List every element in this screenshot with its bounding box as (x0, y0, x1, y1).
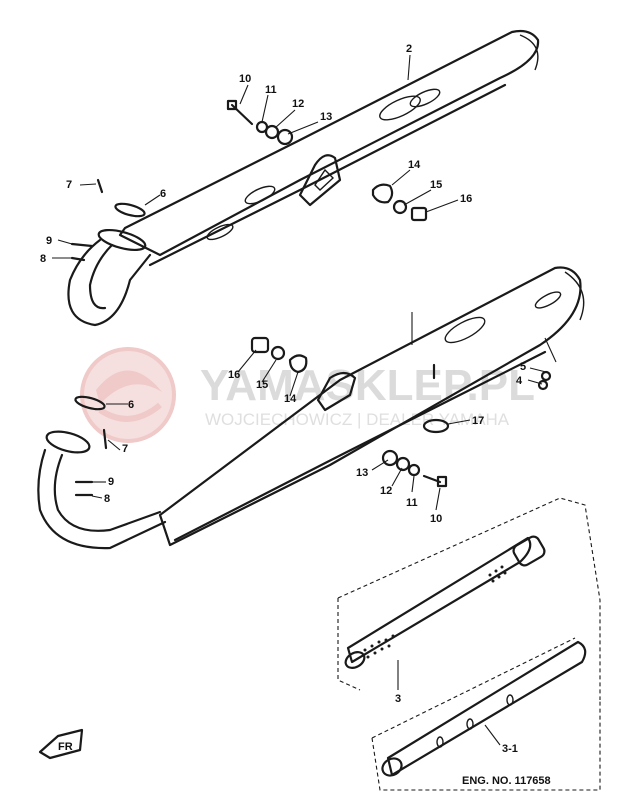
lower-grommet (422, 418, 450, 434)
callout-inner-pipe-alt: 3-1 (502, 743, 518, 755)
engine-number-label: ENG. NO. 117658 (462, 775, 551, 787)
upper-washer (264, 124, 280, 140)
front-marker: FR (38, 728, 84, 760)
lower-plate-nut (540, 370, 552, 382)
callout-upper-joint-nut: 8 (40, 253, 46, 265)
callout-upper-bolt: 10 (239, 73, 251, 85)
lower-washer-b (381, 449, 399, 467)
callout-upper-stud: 7 (66, 179, 72, 191)
lower-stud (102, 428, 108, 450)
callout-lower-washer: 12 (380, 485, 392, 497)
lower-gasket (74, 395, 106, 411)
upper-muffler-bracket (298, 154, 342, 207)
callout-lower-bolt: 10 (430, 513, 442, 525)
front-marker-label: FR (58, 741, 73, 753)
inner-pipe-perforation (363, 565, 507, 659)
lower-muffler-bracket (316, 371, 357, 412)
callout-lower-nut: 16 (228, 369, 240, 381)
upper-muffler-assembly: 2 10 11 12 13 14 15 16 6 7 9 8 (40, 29, 540, 327)
callout-lower-damper: 14 (284, 393, 297, 405)
upper-washer-b (276, 128, 294, 146)
lower-collar (270, 345, 286, 361)
inner-pipe-alt (386, 640, 587, 777)
inner-pipe-assembly: 3 3-1 (337, 497, 601, 791)
callout-upper-washer-b: 13 (320, 111, 332, 123)
callout-upper-nut: 16 (460, 193, 472, 205)
inner-pipe-end-cap (512, 535, 546, 567)
lower-washer (395, 456, 411, 472)
callout-lower-lock-washer: 11 (406, 497, 418, 509)
callout-upper-lock-washer: 11 (265, 84, 277, 96)
upper-nut (410, 206, 428, 222)
upper-gasket (114, 202, 146, 218)
lower-lock-washer (407, 463, 421, 477)
watermark: YAMASKLEP.PL WOJCIECHOWICZ | DEALER YAMA… (80, 347, 535, 443)
callout-upper-muffler: 2 (406, 43, 412, 55)
watermark-brand: YAMASKLEP.PL (200, 361, 535, 410)
callout-lower-joint-nut: 8 (104, 493, 110, 505)
callout-upper-collar: 15 (430, 179, 442, 191)
lower-muffler-assembly: 16 15 14 6 7 9 8 13 12 11 10 17 5 4 (37, 266, 585, 550)
watermark-logo (80, 347, 176, 443)
upper-stud (96, 178, 104, 194)
callout-lower-stud: 7 (122, 443, 128, 455)
upper-joint-nut (70, 256, 86, 262)
callout-upper-damper: 14 (408, 159, 421, 171)
lower-exhaust-pipe (37, 448, 167, 550)
callout-lower-screw: 5 (520, 361, 526, 373)
upper-collar (392, 199, 408, 215)
callout-upper-gasket: 6 (160, 188, 166, 200)
watermark-logo-swirl (96, 370, 162, 404)
lower-muffler-body (158, 266, 582, 547)
lower-flange (45, 430, 91, 454)
lower-damper (288, 354, 308, 374)
callout-lower-washer-b: 13 (356, 467, 368, 479)
inner-pipe-frame (337, 497, 601, 700)
callout-lower-joint-bolt: 9 (108, 476, 114, 488)
callout-lower-grommet: 17 (472, 415, 484, 427)
callout-lower-plate-nut: 4 (516, 375, 523, 387)
callout-upper-joint-bolt: 9 (46, 235, 52, 247)
upper-muffler-body (118, 29, 540, 257)
callout-upper-washer: 12 (292, 98, 304, 110)
upper-joint-bolt (70, 242, 94, 248)
upper-flange (97, 228, 147, 252)
upper-damper (371, 183, 394, 204)
callout-lower-collar: 15 (256, 379, 268, 391)
inner-pipe (346, 536, 532, 664)
lower-nut (250, 336, 270, 354)
callout-lower-gasket: 6 (128, 399, 134, 411)
watermark-subtitle: WOJCIECHOWICZ | DEALER YAMAHA (205, 410, 510, 429)
callout-inner-pipe: 3 (395, 693, 401, 705)
front-arrow-icon (38, 728, 84, 760)
upper-exhaust-pipe (67, 238, 152, 327)
